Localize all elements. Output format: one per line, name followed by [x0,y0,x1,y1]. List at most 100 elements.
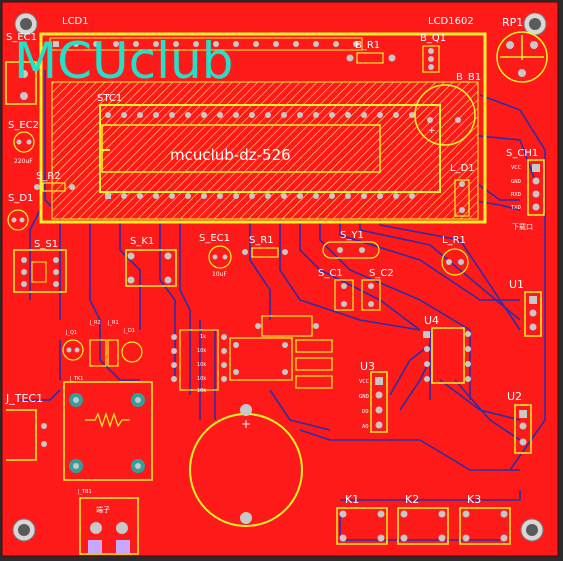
label-u1: U1 [509,278,524,291]
transistor-b-q1 [422,45,440,73]
small-left-components [62,339,143,367]
label-rp1: RP1 [502,16,523,29]
lcd-pin [293,41,299,47]
stc-pin-top [377,112,383,118]
stc-pin-bottom [313,193,319,199]
lcd-pins [53,41,359,47]
stc-pin-top [345,112,351,118]
stc-pin-top [121,112,127,118]
thermistor-j-tec1 [6,381,153,481]
res-val-4: 10k [197,376,206,382]
stc-pin-bottom [393,193,399,199]
label-ec1-value: 10uF [212,271,227,278]
label-s-s1: S_S1 [34,239,58,250]
lcd-top-pin-row [49,37,363,51]
ch-pin-vcc: VCC [511,165,521,171]
stc-pin-top [265,112,271,118]
label-j-tk1: J_TK1 [69,376,84,382]
resistor-s-r2 [34,182,75,192]
lcd-pin [133,41,139,47]
relay-area [229,315,333,389]
lcd-pin [313,41,319,47]
lcd-pin [233,41,239,47]
u3-pin-gnd: GND [359,394,369,400]
label-s-ec1-top: S_EC1 [6,32,37,43]
label-j-tb1: J_TB1 [77,489,92,495]
label-s-c2: S_C2 [369,268,394,279]
stc-pin-bottom [217,193,223,199]
capacitor-s-ec1 [208,245,232,269]
stc-pin-bottom [377,193,383,199]
label-lcd1602: LCD1602 [428,16,474,27]
lcd-pin [153,41,159,47]
module-u3 [370,371,388,433]
u3-pin-vcc: VCC [359,379,369,385]
power-jack [5,61,37,105]
lcd-pin [213,41,219,47]
stc-pin-top [201,112,207,118]
res-val-1: 1k [200,334,206,340]
lcd-pin [273,41,279,47]
label-l-r1: L_R1 [442,235,466,246]
sensor-u1 [524,291,542,337]
stc-pin-bottom [265,193,271,199]
lcd-pin [333,41,339,47]
label-j-d1: J_D1 [123,328,135,334]
label-tb-text: 端子 [96,505,110,514]
lcd-pin [173,41,179,47]
lcd-pin [193,41,199,47]
label-s-r2: S_R2 [36,171,61,182]
button-s-k1 [125,249,177,287]
led-s-d1 [7,209,29,231]
label-xiazai: 下载口 [512,222,533,231]
label-s-c1: S_C1 [318,268,343,279]
label-s-k1: S_K1 [130,236,154,247]
led-l-d1 [454,179,470,217]
label-u3: U3 [360,360,375,373]
svg-text:+: + [241,417,251,431]
stc-pin-bottom [105,193,111,199]
label-u4: U4 [424,314,439,327]
res-val-2: 10k [197,348,206,354]
buzzer-b-b1: + [414,84,476,146]
capacitors-s-c1-s-c2 [334,279,381,311]
lcd-pin [93,41,99,47]
lcd-pin [53,41,59,47]
stc-pin-top [185,112,191,118]
stc-pin-top [249,112,255,118]
label-j-r1: J_R1 [107,320,119,326]
stc-pin-bottom [409,193,415,199]
stc-pin-top [217,112,223,118]
header-s-ch1 [527,159,545,216]
stc-pin-bottom [153,193,159,199]
lcd-pin [353,41,359,47]
stc-pin-bottom [169,193,175,199]
potentiometer-rp1 [496,31,548,83]
label-b-r1: B_R1 [355,40,380,51]
label-s-ec2-value: 220uF [14,158,33,165]
label-s-ch1: S_CH1 [506,148,538,159]
ch-pin-rxd: RXD [511,192,521,198]
label-s-ec1: S_EC1 [199,233,230,244]
label-s-ec2: S_EC2 [8,120,39,131]
stc-pin-top [153,112,159,118]
u3-pin-ao: AO [362,424,369,430]
crystal-s-y1 [322,241,380,259]
label-j-tec1: J_TEC1 [5,392,43,405]
label-s-r1: S_R1 [249,235,274,246]
stc-pin-top [329,112,335,118]
stc-pin-top [169,112,175,118]
buttons-k1-k3 [336,507,511,545]
stc-pin-top [409,112,415,118]
stc-pin-bottom [361,193,367,199]
resistor-s-r1 [242,247,288,258]
stc-pin-bottom [345,193,351,199]
terminal-block [79,497,139,555]
u3-pin-do: DO [362,409,369,415]
stc-pin-bottom [121,193,127,199]
label-s-d1: S_D1 [8,193,33,204]
label-j-r2: J_R2 [89,320,101,326]
stc-pin-bottom [249,193,255,199]
stc1-pins [105,112,415,199]
